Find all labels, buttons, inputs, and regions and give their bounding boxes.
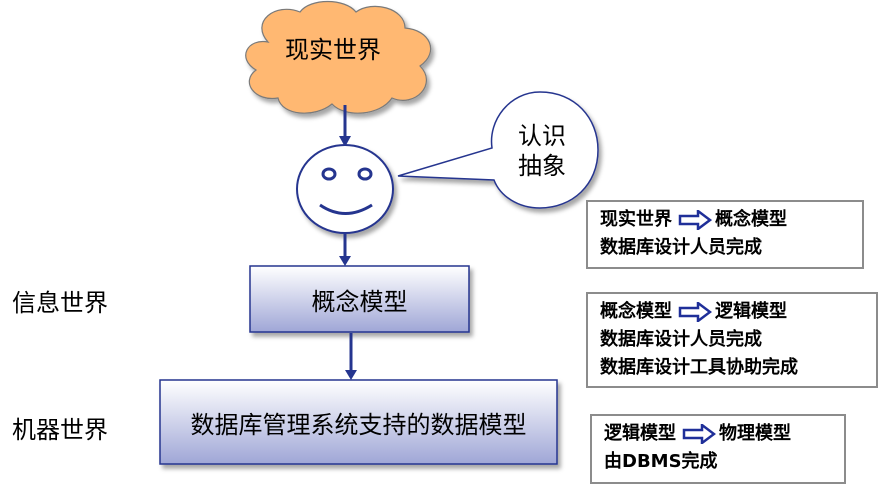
note-logical-to-physical: 逻辑模型 物理模型 由DBMS完成	[590, 414, 846, 484]
double-arrow-icon	[682, 424, 716, 444]
note3-line2: 由DBMS完成	[604, 451, 718, 472]
speech-bubble	[397, 91, 599, 209]
recognition-label-line1: 认识	[518, 122, 566, 150]
double-arrow-icon	[678, 210, 712, 230]
note1-line2: 数据库设计人员完成	[600, 237, 762, 258]
real-world-label: 现实世界	[285, 36, 381, 64]
dbms-model-label: 数据库管理系统支持的数据模型	[190, 410, 527, 439]
note2-line2: 数据库设计人员完成	[600, 329, 762, 350]
note-real-to-concept: 现实世界 概念模型 数据库设计人员完成	[586, 200, 864, 269]
note1-transition-row: 现实世界 概念模型	[600, 206, 852, 234]
note2-transition-row: 概念模型 逻辑模型	[600, 298, 866, 326]
cloud-shape	[245, 1, 432, 114]
right-eye	[357, 167, 373, 181]
smile	[319, 203, 373, 215]
dbms-model-box	[159, 379, 558, 465]
note2-from: 概念模型	[600, 301, 672, 322]
arrowhead-cloud-to-face	[339, 136, 351, 147]
note3-transition-row: 逻辑模型 物理模型	[604, 420, 834, 448]
note2-to: 逻辑模型	[715, 301, 787, 322]
concept-model-label: 概念模型	[311, 287, 408, 316]
double-arrow-icon	[678, 302, 712, 322]
note3-to: 物理模型	[719, 423, 791, 444]
face-shape	[296, 144, 394, 234]
left-eye	[321, 167, 337, 181]
recognition-label-line2: 抽象	[518, 152, 566, 180]
arrowhead-face-to-concept	[339, 256, 351, 266]
machine-world-label: 机器世界	[12, 416, 108, 444]
note1-to: 概念模型	[715, 209, 787, 230]
note2-line3: 数据库设计工具协助完成	[600, 357, 798, 378]
note-concept-to-logical: 概念模型 逻辑模型 数据库设计人员完成 数据库设计工具协助完成	[586, 292, 878, 388]
note1-from: 现实世界	[600, 209, 672, 230]
arrowhead-concept-to-dbms	[345, 370, 357, 380]
concept-model-box	[249, 265, 470, 333]
info-world-label: 信息世界	[12, 289, 108, 317]
note3-from: 逻辑模型	[604, 423, 676, 444]
